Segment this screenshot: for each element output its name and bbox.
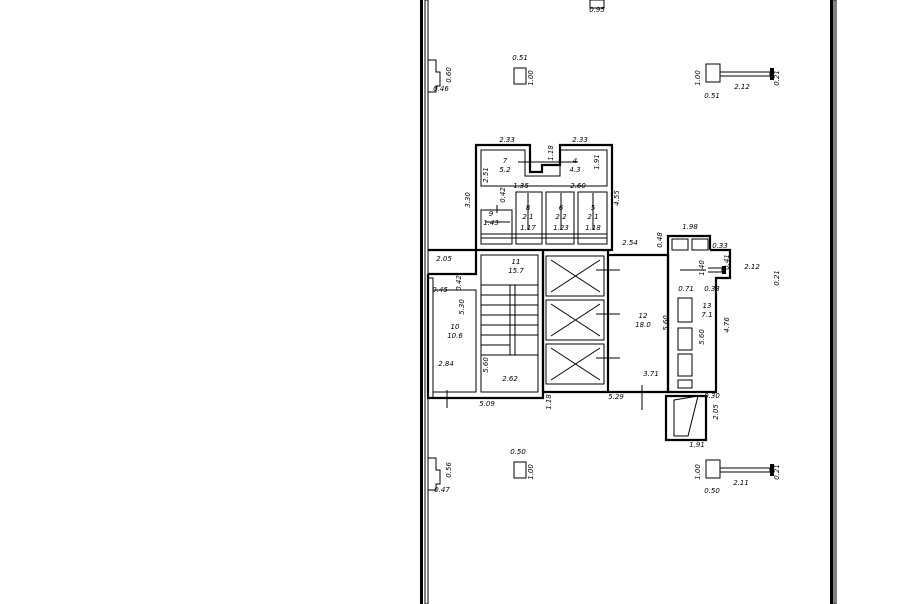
dimension-label: 2.51 <box>482 167 490 183</box>
dimension-label: 1.98 <box>682 223 698 231</box>
dimension-label: 1.00 <box>527 70 535 86</box>
room-area: 1.43 <box>483 219 499 227</box>
core-walls <box>426 143 732 442</box>
exterior-walls <box>420 0 837 604</box>
dimension-label: 3.71 <box>643 370 659 378</box>
room-area: 15.7 <box>508 267 524 275</box>
dimension-label: 3.30 <box>464 192 472 208</box>
dimension-label: 2.54 <box>622 239 638 247</box>
dimension-label: 0.95 <box>589 6 605 14</box>
dimension-label: 1.00 <box>694 464 702 480</box>
dimension-label: 4.55 <box>613 190 621 206</box>
dimension-label: 0.48 <box>656 232 664 248</box>
dimension-label: 2.33 <box>572 136 588 144</box>
dimension-label: 0.50 <box>704 487 720 495</box>
room-number: 12 <box>639 312 648 320</box>
dimension-label: 5.29 <box>608 393 624 401</box>
room-area: 7.1 <box>701 311 712 319</box>
room-number: 13 <box>703 302 712 310</box>
dimension-label: 5.30 <box>458 299 466 315</box>
dimension-label: 0.51 <box>512 54 528 62</box>
room-dimension: 1.23 <box>553 224 569 232</box>
dimension-label: 0.50 <box>510 448 526 456</box>
dimension-label: 0.42 <box>455 275 463 291</box>
dimension-label: 1.35 <box>513 182 529 190</box>
dimension-label: 0.60 <box>445 67 453 83</box>
dimension-label: 0.21 <box>773 270 781 286</box>
dimension-label: 2.12 <box>744 263 760 271</box>
room-number: 6 <box>559 204 564 212</box>
room-area: 2.1 <box>522 213 533 221</box>
dimension-label: 0.56 <box>445 462 453 478</box>
dimension-label: 1.91 <box>593 154 601 170</box>
dimension-label: 0.51 <box>704 92 720 100</box>
dimension-label: 5.60 <box>662 315 670 331</box>
door-ticks <box>446 161 706 410</box>
dimension-label: 0.30 <box>704 392 720 400</box>
dimension-label: 2.62 <box>502 375 518 383</box>
dimension-label: 2.84 <box>438 360 454 368</box>
dimension-label: 1.91 <box>689 441 705 449</box>
dimension-label: 2.11 <box>733 479 749 487</box>
dimension-label: 5.60 <box>698 329 706 345</box>
room-number: 8 <box>526 204 531 212</box>
dimension-label: 2.12 <box>734 83 750 91</box>
dimension-label: 0.41 <box>723 254 731 270</box>
room-dimension: 1.18 <box>585 224 601 232</box>
room-area: 4.3 <box>569 166 580 174</box>
dimension-label: 2.05 <box>712 404 720 420</box>
room-number: 9 <box>489 210 494 218</box>
dimension-label: 2.60 <box>570 182 586 190</box>
room-number: 10 <box>451 323 460 331</box>
dimension-label: 0.71 <box>678 285 694 293</box>
dimension-labels: 0.950.511.000.600.461.000.512.120.212.33… <box>432 6 781 495</box>
dimension-label: 5.09 <box>479 400 495 408</box>
dimension-label: 0.21 <box>773 70 781 86</box>
dimension-label: 1.00 <box>694 70 702 86</box>
room-number: 7 <box>503 157 508 165</box>
room-area: 10.6 <box>447 332 463 340</box>
room-number: 11 <box>512 258 521 266</box>
room-dimension: 1.17 <box>520 224 536 232</box>
room-area: 5.2 <box>499 166 511 174</box>
room-area: 2.2 <box>555 213 567 221</box>
dimension-label: 0.42 <box>499 187 507 203</box>
room-number: 5 <box>591 204 596 212</box>
dimension-label: 0.45 <box>432 286 448 294</box>
dimension-label: 1.00 <box>527 464 535 480</box>
dimension-label: 0.33 <box>704 285 720 293</box>
dimension-label: 5.60 <box>482 357 490 373</box>
dimension-label: 2.05 <box>436 255 452 263</box>
dimension-label: 1.18 <box>545 394 553 410</box>
dimension-label: 1.18 <box>547 145 555 161</box>
dimension-label: 0.21 <box>773 464 781 480</box>
dimension-label: 0.47 <box>434 486 450 494</box>
dimension-label: 0.46 <box>433 85 449 93</box>
dimension-label: 2.33 <box>499 136 515 144</box>
room-area: 2.1 <box>587 213 598 221</box>
dimension-label: 4.76 <box>723 317 731 333</box>
dimension-label: 1.40 <box>698 260 706 276</box>
dimension-label: 0.33 <box>712 242 728 250</box>
room-number: 4 <box>573 157 577 165</box>
columns <box>513 0 774 479</box>
room-area: 18.0 <box>635 321 651 329</box>
